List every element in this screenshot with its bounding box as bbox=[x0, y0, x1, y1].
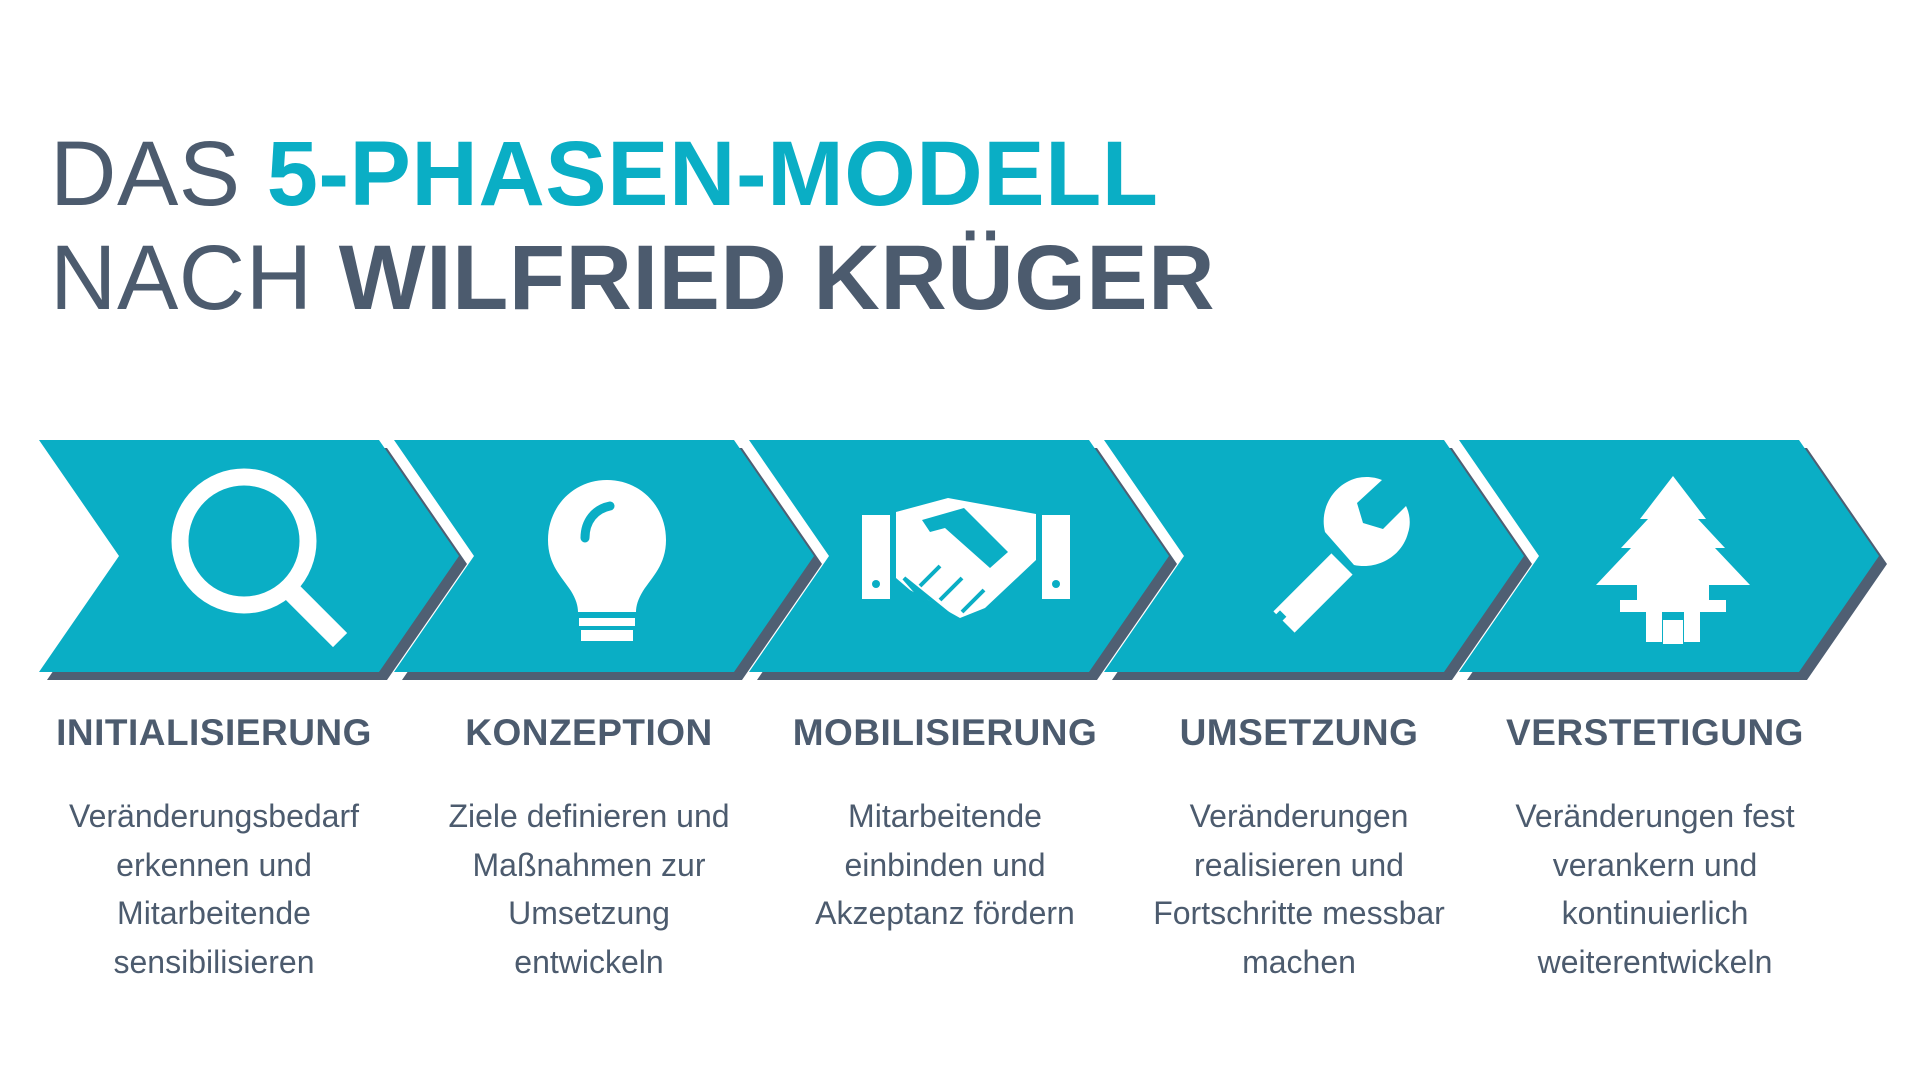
title-prefix-2: NACH bbox=[50, 227, 339, 329]
phase-desc-3: Mitarbeitende einbinden und Akzeptanz fö… bbox=[775, 792, 1115, 938]
phase-desc-line: Veränderungen fest bbox=[1515, 798, 1795, 834]
title-author: WILFRIED KRÜGER bbox=[338, 227, 1216, 329]
phase-desc-line: erkennen und bbox=[116, 846, 312, 883]
phase-desc-line: Mitarbeitende bbox=[848, 798, 1042, 834]
phase-desc-line: Fortschritte messbar bbox=[1153, 895, 1445, 931]
phase-desc-2: Ziele definieren und Maßnahmen zur Umset… bbox=[419, 792, 759, 986]
title-line-2: NACH WILFRIED KRÜGER bbox=[50, 226, 1215, 330]
title-accent: 5-PHASEN-MODELL bbox=[266, 123, 1159, 225]
wrench-icon bbox=[1273, 476, 1410, 633]
magnifier-icon bbox=[171, 468, 348, 648]
handshake-icon bbox=[862, 498, 1070, 622]
phase-title-5: VERSTETIGUNG bbox=[1506, 712, 1804, 753]
phase-title-2: KONZEPTION bbox=[465, 712, 713, 753]
phase-desc-line: Akzeptanz fördern bbox=[815, 895, 1075, 931]
phase-desc-line: Maßnahmen zur bbox=[472, 846, 706, 883]
phase-desc-line: Veränderungen bbox=[1189, 798, 1409, 834]
chevron-umsetzung bbox=[1104, 440, 1532, 680]
phase-desc-line: sensibilisieren bbox=[113, 943, 315, 980]
phase-desc-line: kontinuierlich bbox=[1561, 895, 1749, 931]
tree-icon bbox=[1596, 476, 1750, 644]
chevron-initialisierung bbox=[39, 440, 467, 680]
page-title: DAS 5-PHASEN-MODELL NACH WILFRIED KRÜGER bbox=[50, 122, 1215, 330]
phase-desc-line: einbinden und bbox=[844, 846, 1046, 883]
phase-desc-line: realisieren und bbox=[1194, 846, 1404, 883]
phase-desc-line: Veränderungsbedarf bbox=[69, 798, 359, 834]
phase-desc-line: Ziele definieren und bbox=[448, 798, 730, 834]
phase-title-1: INITIALISIERUNG bbox=[56, 712, 372, 753]
title-prefix-1: DAS bbox=[50, 123, 267, 225]
lightbulb-icon bbox=[548, 480, 666, 641]
phase-desc-line: Mitarbeitende bbox=[117, 895, 311, 931]
phase-desc-line: entwickeln bbox=[514, 943, 664, 980]
phase-desc-1: Veränderungsbedarf erkennen und Mitarbei… bbox=[44, 792, 384, 986]
phase-title-3: MOBILISIERUNG bbox=[792, 712, 1098, 753]
phase-desc-line: weiterentwickeln bbox=[1537, 943, 1773, 980]
phase-title-4: UMSETZUNG bbox=[1179, 712, 1419, 753]
title-line-1: DAS 5-PHASEN-MODELL bbox=[50, 122, 1215, 226]
phase-desc-line: machen bbox=[1242, 943, 1356, 980]
phase-desc-5: Veränderungen fest verankern und kontinu… bbox=[1485, 792, 1825, 986]
phase-desc-line: Umsetzung bbox=[508, 895, 670, 931]
phase-desc-4: Veränderungen realisieren und Fortschrit… bbox=[1129, 792, 1469, 986]
phase-desc-line: verankern und bbox=[1552, 846, 1758, 883]
